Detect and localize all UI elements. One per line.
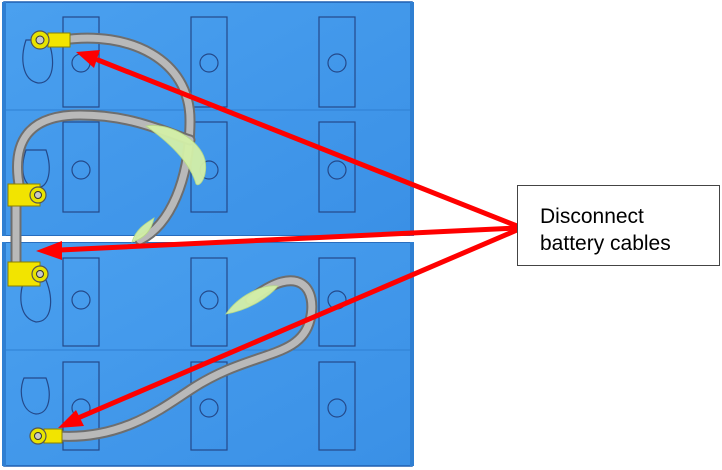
- cable-upper: [56, 32, 196, 246]
- callout-line-2: battery cables: [540, 232, 671, 255]
- battery-terminal-icon: [29, 427, 63, 445]
- battery-terminal-icon: [7, 183, 47, 207]
- cable-lower: [52, 275, 318, 442]
- red-arrow: [76, 50, 520, 229]
- terminal-post-outlines: [20, 279, 52, 415]
- cell-cover-row: [62, 16, 356, 213]
- callout-box: Disconnect battery cables: [517, 185, 720, 266]
- battery-terminal-icon: [30, 30, 71, 50]
- red-arrow: [36, 225, 520, 260]
- battery-terminal-icon: [7, 261, 49, 287]
- callout-line-1: Disconnect: [540, 205, 644, 228]
- red-arrow: [58, 227, 520, 428]
- battery-gap: [0, 236, 414, 242]
- cable-highlight-marks: [131, 125, 279, 315]
- lower-battery: [2, 241, 414, 467]
